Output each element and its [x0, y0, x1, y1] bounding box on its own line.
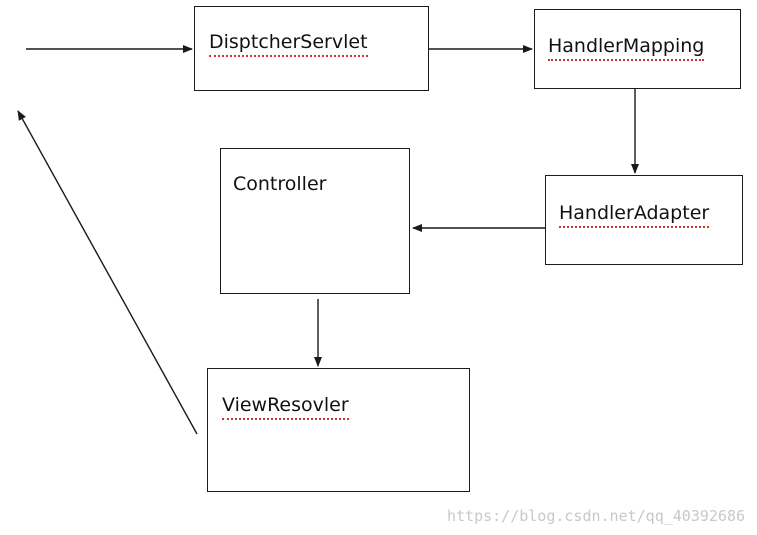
edge-resolver-to-response [17, 110, 198, 435]
watermark-text: https://blog.csdn.net/qq_40392686 [446, 507, 745, 525]
node-handler-adapter-label: HandlerAdapter [559, 204, 710, 228]
node-handler-mapping-label: HandlerMapping [548, 37, 705, 61]
node-handler-mapping: HandlerMapping [534, 9, 741, 89]
node-dispatcher-servlet: DisptcherServlet [194, 6, 429, 91]
node-controller: Controller [220, 148, 410, 294]
node-view-resolver-label: ViewResovler [222, 396, 349, 420]
node-view-resolver: ViewResovler [207, 368, 470, 492]
node-handler-adapter: HandlerAdapter [545, 175, 743, 265]
node-controller-label: Controller [233, 173, 327, 195]
node-dispatcher-servlet-label: DisptcherServlet [209, 33, 368, 57]
